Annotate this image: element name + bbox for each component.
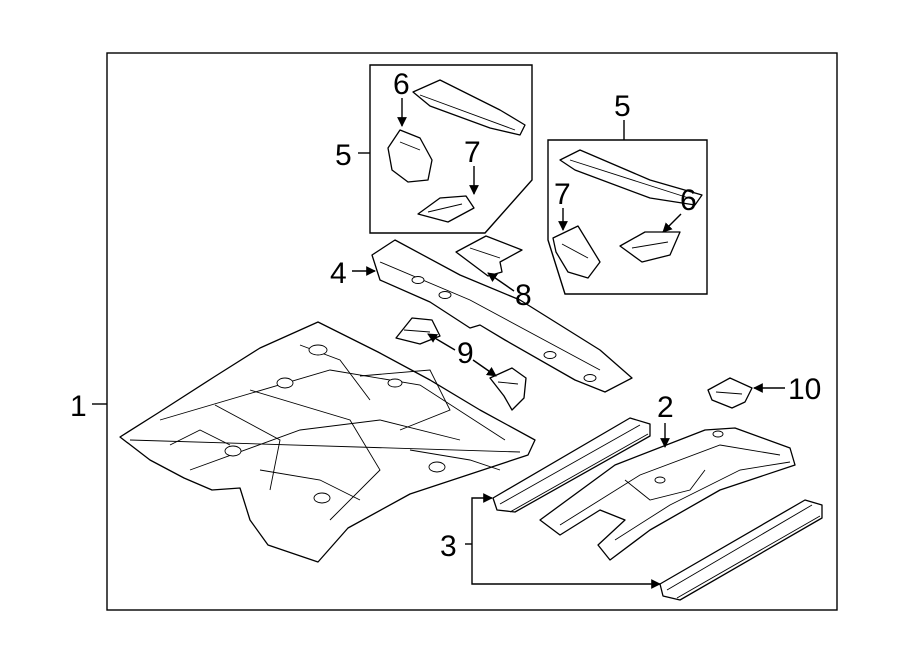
- side-rail-upper-part-3: [492, 417, 651, 513]
- bracket-part-9-lower: [489, 367, 527, 411]
- leader-8: [487, 272, 515, 292]
- center-floor-part-2: [539, 427, 796, 561]
- leader-9: [427, 333, 456, 351]
- bracket-part-9-upper: [395, 317, 441, 345]
- bracket-part-8: [455, 235, 523, 277]
- callout-7-inset-right: 7: [554, 178, 571, 211]
- callout-6-inset-left: 6: [393, 68, 410, 101]
- leader-9-lower: [472, 359, 497, 377]
- inset-left-crossmember-part-5: [412, 79, 526, 136]
- callout-5-inset-right: 5: [614, 90, 631, 123]
- inset-frame-left: [369, 64, 533, 234]
- crossmember-part-4: [371, 239, 633, 393]
- callout-4: 4: [330, 257, 347, 290]
- callout-7-inset-left: 7: [464, 136, 481, 169]
- inset-left-bracket-part-7: [417, 195, 475, 223]
- callout-8: 8: [515, 279, 532, 312]
- inset-frame-right: [547, 139, 708, 295]
- floor-pan-part-1: [119, 321, 536, 563]
- leader-6-inset-right: [662, 213, 682, 233]
- inset-right-bracket-part-7: [552, 225, 601, 279]
- callout-6-inset-right: 6: [680, 184, 697, 217]
- side-rail-lower-part-3: [659, 499, 823, 601]
- diagram-frame: [106, 52, 838, 611]
- callout-5-inset-left: 5: [335, 139, 352, 172]
- callout-9: 9: [457, 337, 474, 370]
- leader-3-lower: [471, 544, 661, 589]
- callout-3: 3: [440, 530, 457, 563]
- leader-3-upper: [471, 493, 493, 544]
- bracket-part-10: [707, 377, 753, 409]
- inset-right-crossmember-part-5: [559, 149, 703, 206]
- callout-10: 10: [788, 373, 821, 406]
- callout-2: 2: [657, 391, 674, 424]
- inset-left-bracket-part-6: [387, 129, 433, 183]
- callout-1: 1: [70, 390, 87, 423]
- inset-right-bracket-part-6: [619, 231, 681, 263]
